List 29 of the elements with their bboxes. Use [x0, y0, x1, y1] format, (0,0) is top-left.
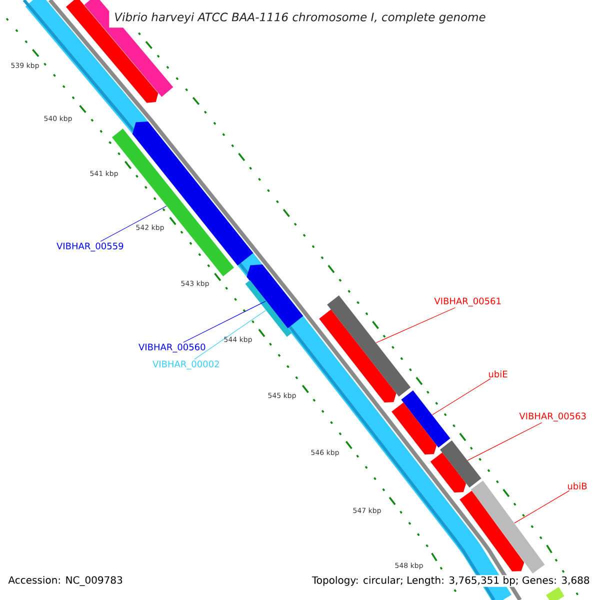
leader-line [467, 422, 542, 461]
leader-line [194, 310, 266, 360]
gene-feature [470, 480, 545, 574]
leader-line [376, 307, 456, 344]
gene-feature [460, 490, 524, 572]
title: Vibrio harveyi ATCC BAA-1116 chromosome I, complete genome [109, 8, 491, 28]
leader-line [183, 300, 266, 343]
leader-line [432, 378, 491, 416]
accession-text: Accession: NC_009783 [8, 576, 122, 586]
gene-feature [430, 452, 466, 493]
genome-summary: Topology: circular; Length: 3,765,351 bp; Genes: 3,688 [310, 575, 592, 587]
gene-feature [440, 440, 482, 488]
gene-feature [392, 402, 437, 455]
gene-feature [401, 390, 450, 448]
gene-feature [132, 122, 254, 266]
gene-label: VIBHAR_00561 [434, 298, 501, 306]
gene-label: VIBHAR_00563 [519, 412, 586, 422]
leader-line [514, 490, 570, 524]
gene-label: VIBHAR_00002 [152, 360, 219, 370]
gene-feature [246, 264, 304, 328]
gene-label: VIBHAR_00560 [138, 344, 206, 352]
gene-feature [546, 587, 564, 600]
gene-label: VIBHAR_00559 [56, 242, 124, 252]
gene-label: ubiE [488, 370, 508, 378]
gene-feature [245, 280, 292, 337]
gene-feature [327, 295, 411, 397]
gene-label: ubiB [568, 482, 587, 490]
leader-line [100, 206, 167, 242]
gene-feature [319, 309, 396, 403]
